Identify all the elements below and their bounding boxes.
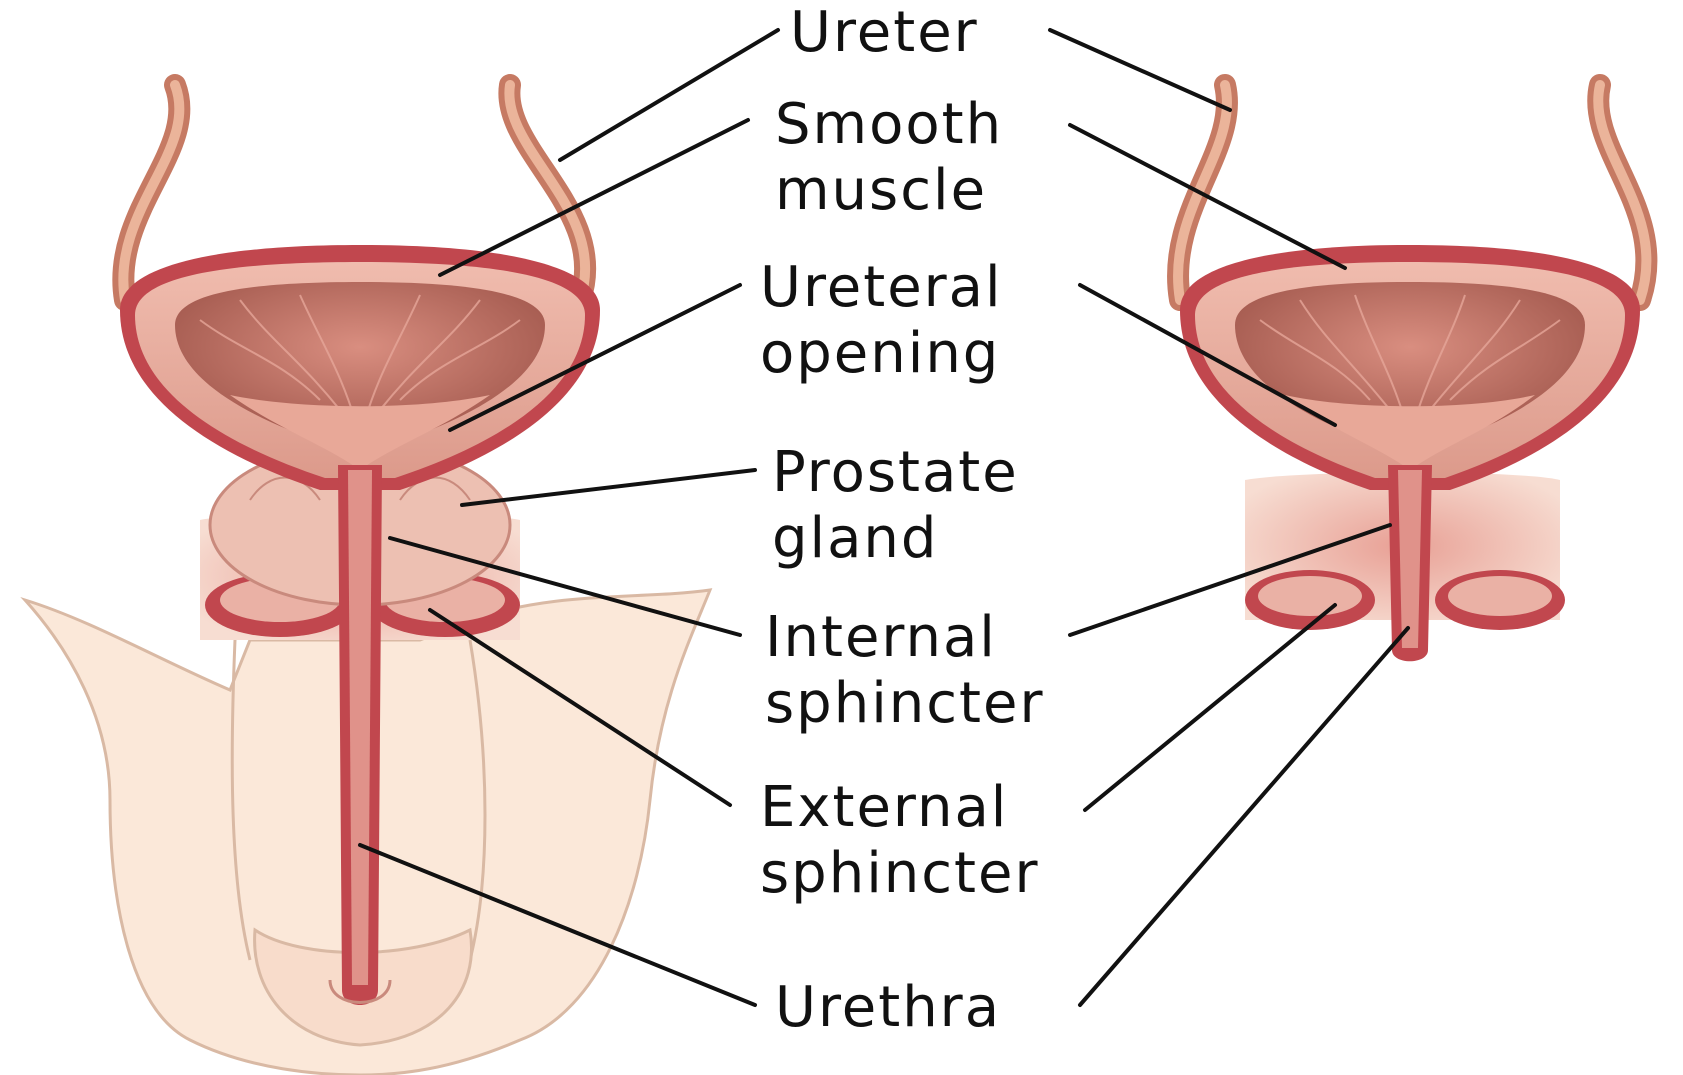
right-ureter-right xyxy=(1598,85,1646,300)
label-prostate-gland: Prostate gland xyxy=(772,440,1019,572)
label-urethra: Urethra xyxy=(775,975,1001,1041)
label-smooth-muscle: Smooth muscle xyxy=(775,92,1003,224)
label-internal-sphincter: Internal sphincter xyxy=(765,605,1045,737)
label-ureter: Ureter xyxy=(790,0,979,66)
label-external-sphincter: External sphincter xyxy=(760,775,1040,907)
label-ureteral-opening: Ureteral opening xyxy=(760,255,1003,387)
male-figure xyxy=(25,85,710,1075)
